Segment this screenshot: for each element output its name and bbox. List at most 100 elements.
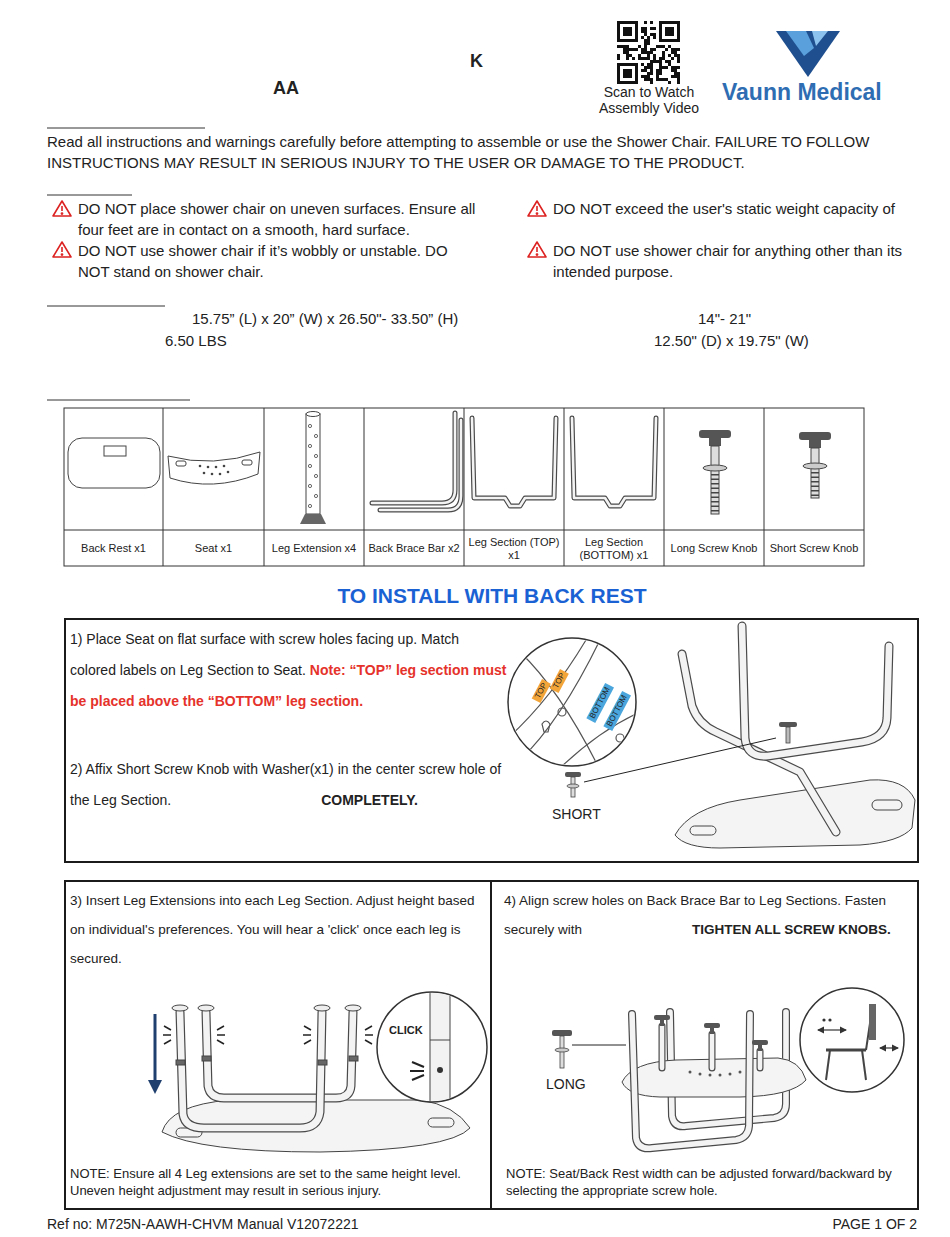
qr-code	[674, 51, 677, 54]
leg-section-tube	[682, 654, 836, 832]
leg-cap	[172, 1005, 188, 1011]
parts-table	[664, 408, 665, 566]
adjustment-detail	[826, 1049, 866, 1052]
qr-code	[650, 21, 653, 24]
qr-code	[647, 36, 650, 39]
click-marks	[365, 1026, 372, 1030]
qr-code	[647, 78, 650, 81]
qr-code	[665, 27, 674, 36]
parts-table	[464, 408, 465, 566]
step-emphasis: TIGHTEN ALL SCREW KNOBS.	[692, 922, 891, 937]
qr-code	[650, 66, 653, 69]
direction-arrow	[154, 1014, 157, 1082]
qr-code	[674, 48, 677, 51]
click-marks	[217, 1040, 224, 1044]
warning-icon	[528, 242, 546, 257]
qr-code	[653, 60, 656, 63]
part-back-rest	[104, 446, 126, 456]
qr-code	[644, 75, 647, 78]
qr-code	[629, 48, 632, 51]
qr-code	[644, 27, 647, 30]
step-emphasis: COMPLETELY.	[321, 792, 418, 808]
seat-plate	[872, 800, 902, 810]
part-short-knob	[799, 432, 831, 440]
part-tube	[372, 413, 455, 503]
part-seat	[176, 461, 186, 466]
heading-rule	[47, 306, 165, 307]
short-knob-icon	[565, 772, 581, 777]
leg-section-tube	[632, 1014, 760, 1148]
seat-plate	[675, 780, 915, 848]
warning-icon	[61, 247, 63, 252]
seat-plate	[689, 1071, 692, 1074]
qr-code	[668, 81, 671, 84]
click-marks	[164, 1040, 171, 1044]
step-instruction: 2) Affix Short Screw Knob with Washer(x1…	[70, 761, 501, 808]
warning-icon	[528, 201, 546, 216]
screw-knob	[654, 1015, 670, 1020]
zoom-detail	[560, 712, 640, 768]
qr-code	[656, 45, 659, 48]
qr-code	[623, 48, 626, 51]
qr-code	[659, 72, 662, 75]
intro-text: Read all instructions and warnings caref…	[47, 131, 932, 173]
adjustment-detail	[800, 988, 904, 1092]
qr-code	[659, 60, 662, 63]
qr-code	[647, 63, 650, 66]
part-leg-extension	[308, 424, 317, 507]
qr-code	[647, 75, 650, 78]
qr-code	[650, 33, 653, 36]
leg-cap	[198, 1005, 214, 1011]
adjustment-detail	[869, 1004, 876, 1040]
seat-plate	[428, 1118, 454, 1127]
part-seat	[199, 465, 230, 476]
leg-section-tube	[632, 1014, 750, 1148]
qr-code	[659, 45, 662, 48]
qr-code	[650, 69, 653, 72]
zoom-detail	[430, 1040, 450, 1041]
qr-code	[644, 33, 647, 36]
parts-table	[64, 408, 864, 566]
leg-section-tube	[682, 654, 836, 832]
qr-code	[641, 69, 644, 72]
direction-arrow	[148, 1014, 162, 1094]
qr-code	[623, 69, 632, 78]
adjustment-detail	[862, 1050, 866, 1080]
qr-code	[629, 54, 632, 57]
qr-code	[644, 42, 647, 45]
leg-section-tube	[709, 1034, 716, 1068]
part-long-knob	[711, 474, 719, 512]
parts-table	[364, 408, 365, 566]
warning-icon	[61, 206, 63, 211]
qr-code	[668, 45, 671, 48]
qr-code	[647, 57, 650, 60]
qr-code	[659, 78, 662, 81]
click-marks	[163, 1026, 373, 1044]
heading-rule	[47, 128, 205, 129]
qr-code	[671, 57, 674, 60]
short-knob-icon	[565, 772, 581, 797]
long-knob-icon	[552, 1030, 572, 1068]
seat-plate	[719, 1074, 722, 1077]
qr-code	[668, 60, 671, 63]
qr-code	[656, 75, 659, 78]
warning-icon	[53, 242, 71, 257]
warning-icon	[536, 206, 538, 211]
part-back-rest	[68, 438, 160, 488]
qr-code	[647, 51, 650, 54]
click-marks	[303, 1034, 311, 1036]
warning-text: DO NOT place shower chair on uneven surf…	[78, 198, 478, 240]
step-box: 4) Align screw holes on Back Brace Bar t…	[490, 880, 919, 1210]
part-seat	[242, 460, 252, 465]
leg-section-tube	[682, 626, 889, 832]
part-leg-extension	[308, 424, 311, 427]
qr-code	[647, 66, 650, 69]
logo-mark	[776, 31, 840, 77]
qr-code	[659, 21, 680, 42]
part-tube	[372, 413, 455, 503]
qr-code	[653, 57, 656, 60]
click-marks	[304, 1026, 311, 1030]
leg-section-tube	[710, 1034, 715, 1068]
qr-code	[671, 66, 674, 69]
screw-knob	[752, 1040, 768, 1045]
